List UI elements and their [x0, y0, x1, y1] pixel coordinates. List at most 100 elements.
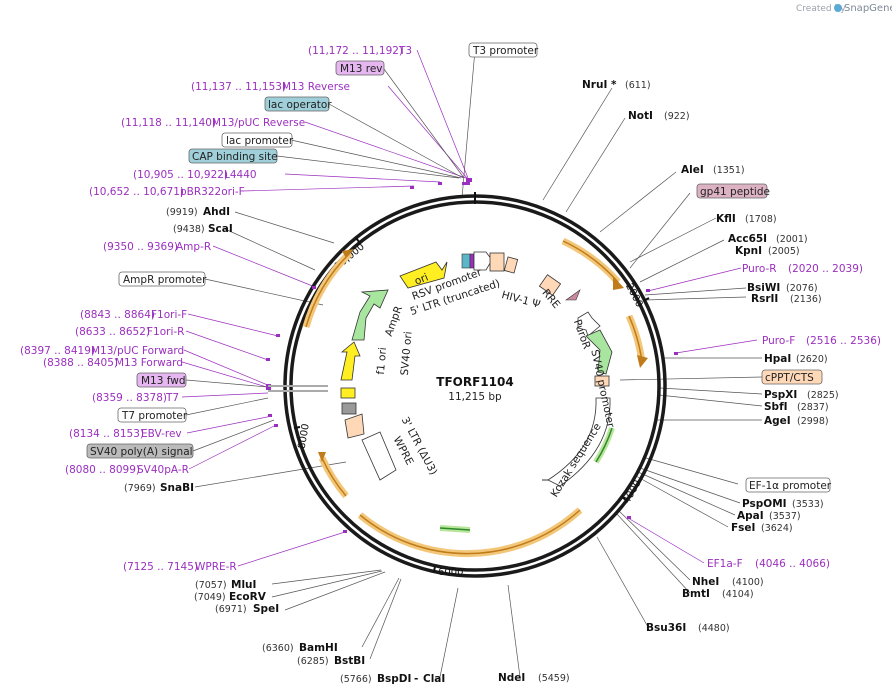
gp41-box: [696, 183, 768, 199]
right-primers: Puro-R (2020 .. 2039) Puro-F (2516 .. 25…: [707, 263, 881, 570]
site-agei: AgeI: [764, 415, 791, 427]
lac-operator-box: [264, 96, 330, 112]
site-bamhi: BamHI: [299, 642, 338, 654]
green-orf-arc-cores: [439, 427, 613, 531]
cppt-box: [594, 375, 610, 387]
site-fsei: FseI: [731, 522, 755, 534]
primer-m13rev-pos: (11,137 .. 11,153): [191, 81, 286, 93]
primer-ef1a-f-pos: (4046 .. 4066): [755, 558, 830, 570]
site-leader-lines: [194, 49, 763, 678]
site-bsiwi: BsiWI: [747, 282, 780, 294]
ruler-tick-marks: [293, 192, 650, 573]
primer-f1ori-f-pos: (8843 .. 8864): [80, 309, 155, 321]
site-kpni-pos: (2005): [768, 246, 800, 257]
site-noti: NotI: [628, 110, 653, 122]
site-kfli-pos: (1708): [745, 214, 777, 225]
puror-promoter-arrow: [577, 311, 601, 337]
site-bsu36i: Bsu36I: [646, 622, 686, 634]
ampr-arrow-shape: [351, 289, 389, 341]
ef1a-promoter-shape: [547, 397, 611, 487]
site-mlui-pos: (7057): [195, 580, 227, 591]
psi-box: [503, 256, 519, 274]
site-apai-pos: (3537): [769, 511, 801, 522]
sv40-polya-label-box: [86, 443, 194, 459]
sv40-polya-label: SV40 poly(A) signal: [90, 446, 193, 458]
snapgene-logo-icon: [834, 4, 842, 12]
site-ahdi: AhdI: [203, 206, 230, 218]
ruler-tick-6000: 6000: [438, 567, 463, 578]
rre-label: RRE: [540, 287, 563, 311]
site-pspxi-pos: (2825): [807, 390, 839, 401]
orf-arrowheads: [318, 249, 648, 462]
site-rsrii: RsrII: [751, 293, 778, 305]
primer-f1ori-r: F1ori-R: [147, 326, 184, 338]
left-sites: (9919) AhdI (9438) ScaI (7969) SnaBI (70…: [124, 206, 445, 685]
site-nhei: NheI: [692, 576, 719, 588]
f1-ori-arrow-shape: [340, 341, 361, 381]
gp41-label: gp41 peptide: [700, 186, 770, 198]
site-bspdi-pos: (5766): [340, 674, 372, 685]
primer-ampr-pos: (9350 .. 9369): [103, 241, 178, 253]
site-bspdi: BspDI: [377, 673, 411, 685]
primer-leader-lines: [181, 49, 758, 567]
primer-m13puc-fwd: M13/pUC Forward: [91, 345, 184, 357]
t3-promoter-label: T3 promoter: [472, 45, 539, 57]
site-clai: ClaI: [423, 673, 445, 685]
ori-arrow-shape: [399, 261, 448, 289]
site-bmti: BmtI: [682, 588, 710, 600]
ltr5-box: [489, 252, 505, 272]
primer-sv40pa-pos: (8080 .. 8099): [65, 464, 140, 476]
m13-rev-label: M13 rev: [340, 63, 383, 75]
site-dash: -: [414, 673, 418, 685]
orf-arc-cores: [305, 240, 643, 555]
site-acc65i-pos: (2001): [776, 234, 808, 245]
cppt-label: cPPT/CTS: [765, 372, 814, 384]
lac-promoter-label: lac promoter: [226, 135, 294, 147]
site-ahdi-pos: (9919): [166, 207, 198, 218]
ef1a-promoter-label-box: [745, 477, 831, 493]
site-scai: ScaI: [208, 223, 233, 235]
t3-promoter-box: [468, 42, 538, 58]
primer-puro-f-pos: (2516 .. 2536): [806, 335, 881, 347]
site-fsei-pos: (3624): [761, 523, 793, 534]
sv40-ori-label: SV40 ori: [399, 331, 415, 376]
site-ecorv: EcoRV: [229, 591, 267, 603]
box-leader-lines: [185, 68, 465, 452]
site-snabi-pos: (7969): [124, 483, 156, 494]
site-acc65i: Acc65I: [728, 233, 767, 245]
site-hpai: HpaI: [764, 353, 791, 365]
site-apai: ApaI: [737, 510, 764, 522]
site-noti-pos: (922): [664, 111, 690, 122]
primer-ebv: EBV-rev: [141, 428, 182, 440]
site-sbfi-pos: (2837): [797, 402, 829, 413]
site-pspomi: PspOMI: [742, 498, 787, 510]
t7-promoter-label: T7 promoter: [121, 410, 188, 422]
boxed-labels: T3 promoter M13 rev lac operator lac pro…: [86, 42, 832, 493]
site-pspxi: PspXI: [764, 389, 797, 401]
primer-ebv-pos: (8134 .. 8153): [69, 428, 144, 440]
site-mlui: MluI: [231, 579, 256, 591]
sv40-ori-box: [340, 387, 356, 399]
site-bstbi-pos: (6285): [297, 656, 329, 667]
cap-site-box: [188, 148, 278, 164]
site-hpai-pos: (2620): [796, 354, 828, 365]
site-alei-pos: (1351): [713, 165, 745, 176]
rsv-arrow-shape: [473, 251, 493, 271]
lac-operator-label: lac operator: [268, 99, 332, 111]
site-nrui: NruI *: [582, 79, 617, 91]
primer-puro-r-pos: (2020 .. 2039): [788, 263, 863, 275]
t7-promoter-box: [117, 407, 187, 423]
site-bamhi-pos: (6360): [262, 643, 294, 654]
primer-m13puc-fwd-pos: (8397 .. 8419): [20, 345, 95, 357]
site-agei-pos: (2998): [797, 416, 829, 427]
site-ndei: NdeI: [498, 672, 525, 684]
site-scai-pos: (9438): [173, 224, 205, 235]
ef1a-promoter-label: EF-1α promoter: [749, 480, 832, 492]
sv40-promoter-label: SV40 promoter: [588, 349, 616, 430]
hiv-psi-label: HIV-1 Ψ: [500, 289, 541, 311]
plasmid-size: 11,215 bp: [448, 391, 502, 403]
primer-t7-pos: (8359 .. 8378): [92, 392, 167, 404]
m13-fwd-box: [136, 372, 187, 388]
site-pspomi-pos: (3533): [792, 499, 824, 510]
